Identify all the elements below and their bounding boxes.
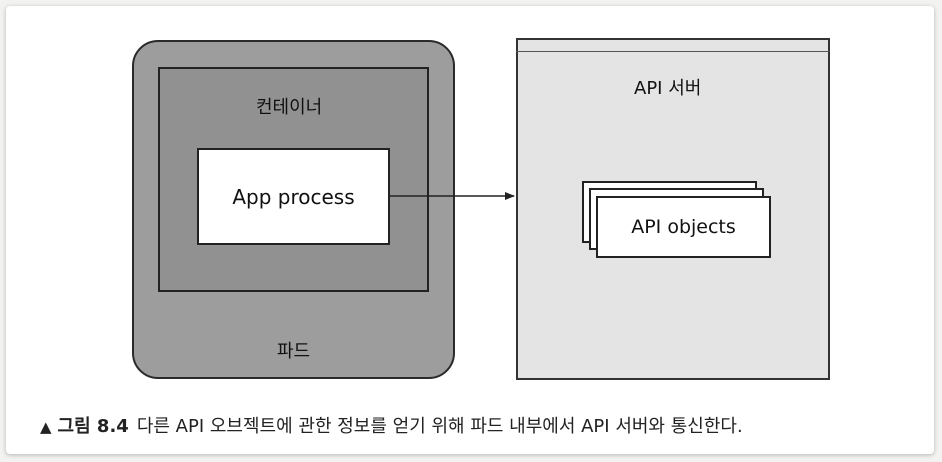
api-server-label: API 서버 [634,78,702,99]
figure-caption: ▲ 그림 8.4 다른 API 오브젝트에 관한 정보를 얻기 위해 파드 내부에서… [40,412,743,438]
caption-text: 다른 API 오브젝트에 관한 정보를 얻기 위해 파드 내부에서 API 서버… [136,416,743,437]
figure-number: 그림 8.4 [57,416,129,437]
api-server-top-edge [516,38,830,52]
container-label: 컨테이너 [256,97,323,118]
api-object-card-front: API objects [596,196,771,258]
pod-label: 파드 [277,341,311,362]
app-process-box: App process [197,148,390,245]
caption-marker-icon: ▲ [40,418,52,436]
